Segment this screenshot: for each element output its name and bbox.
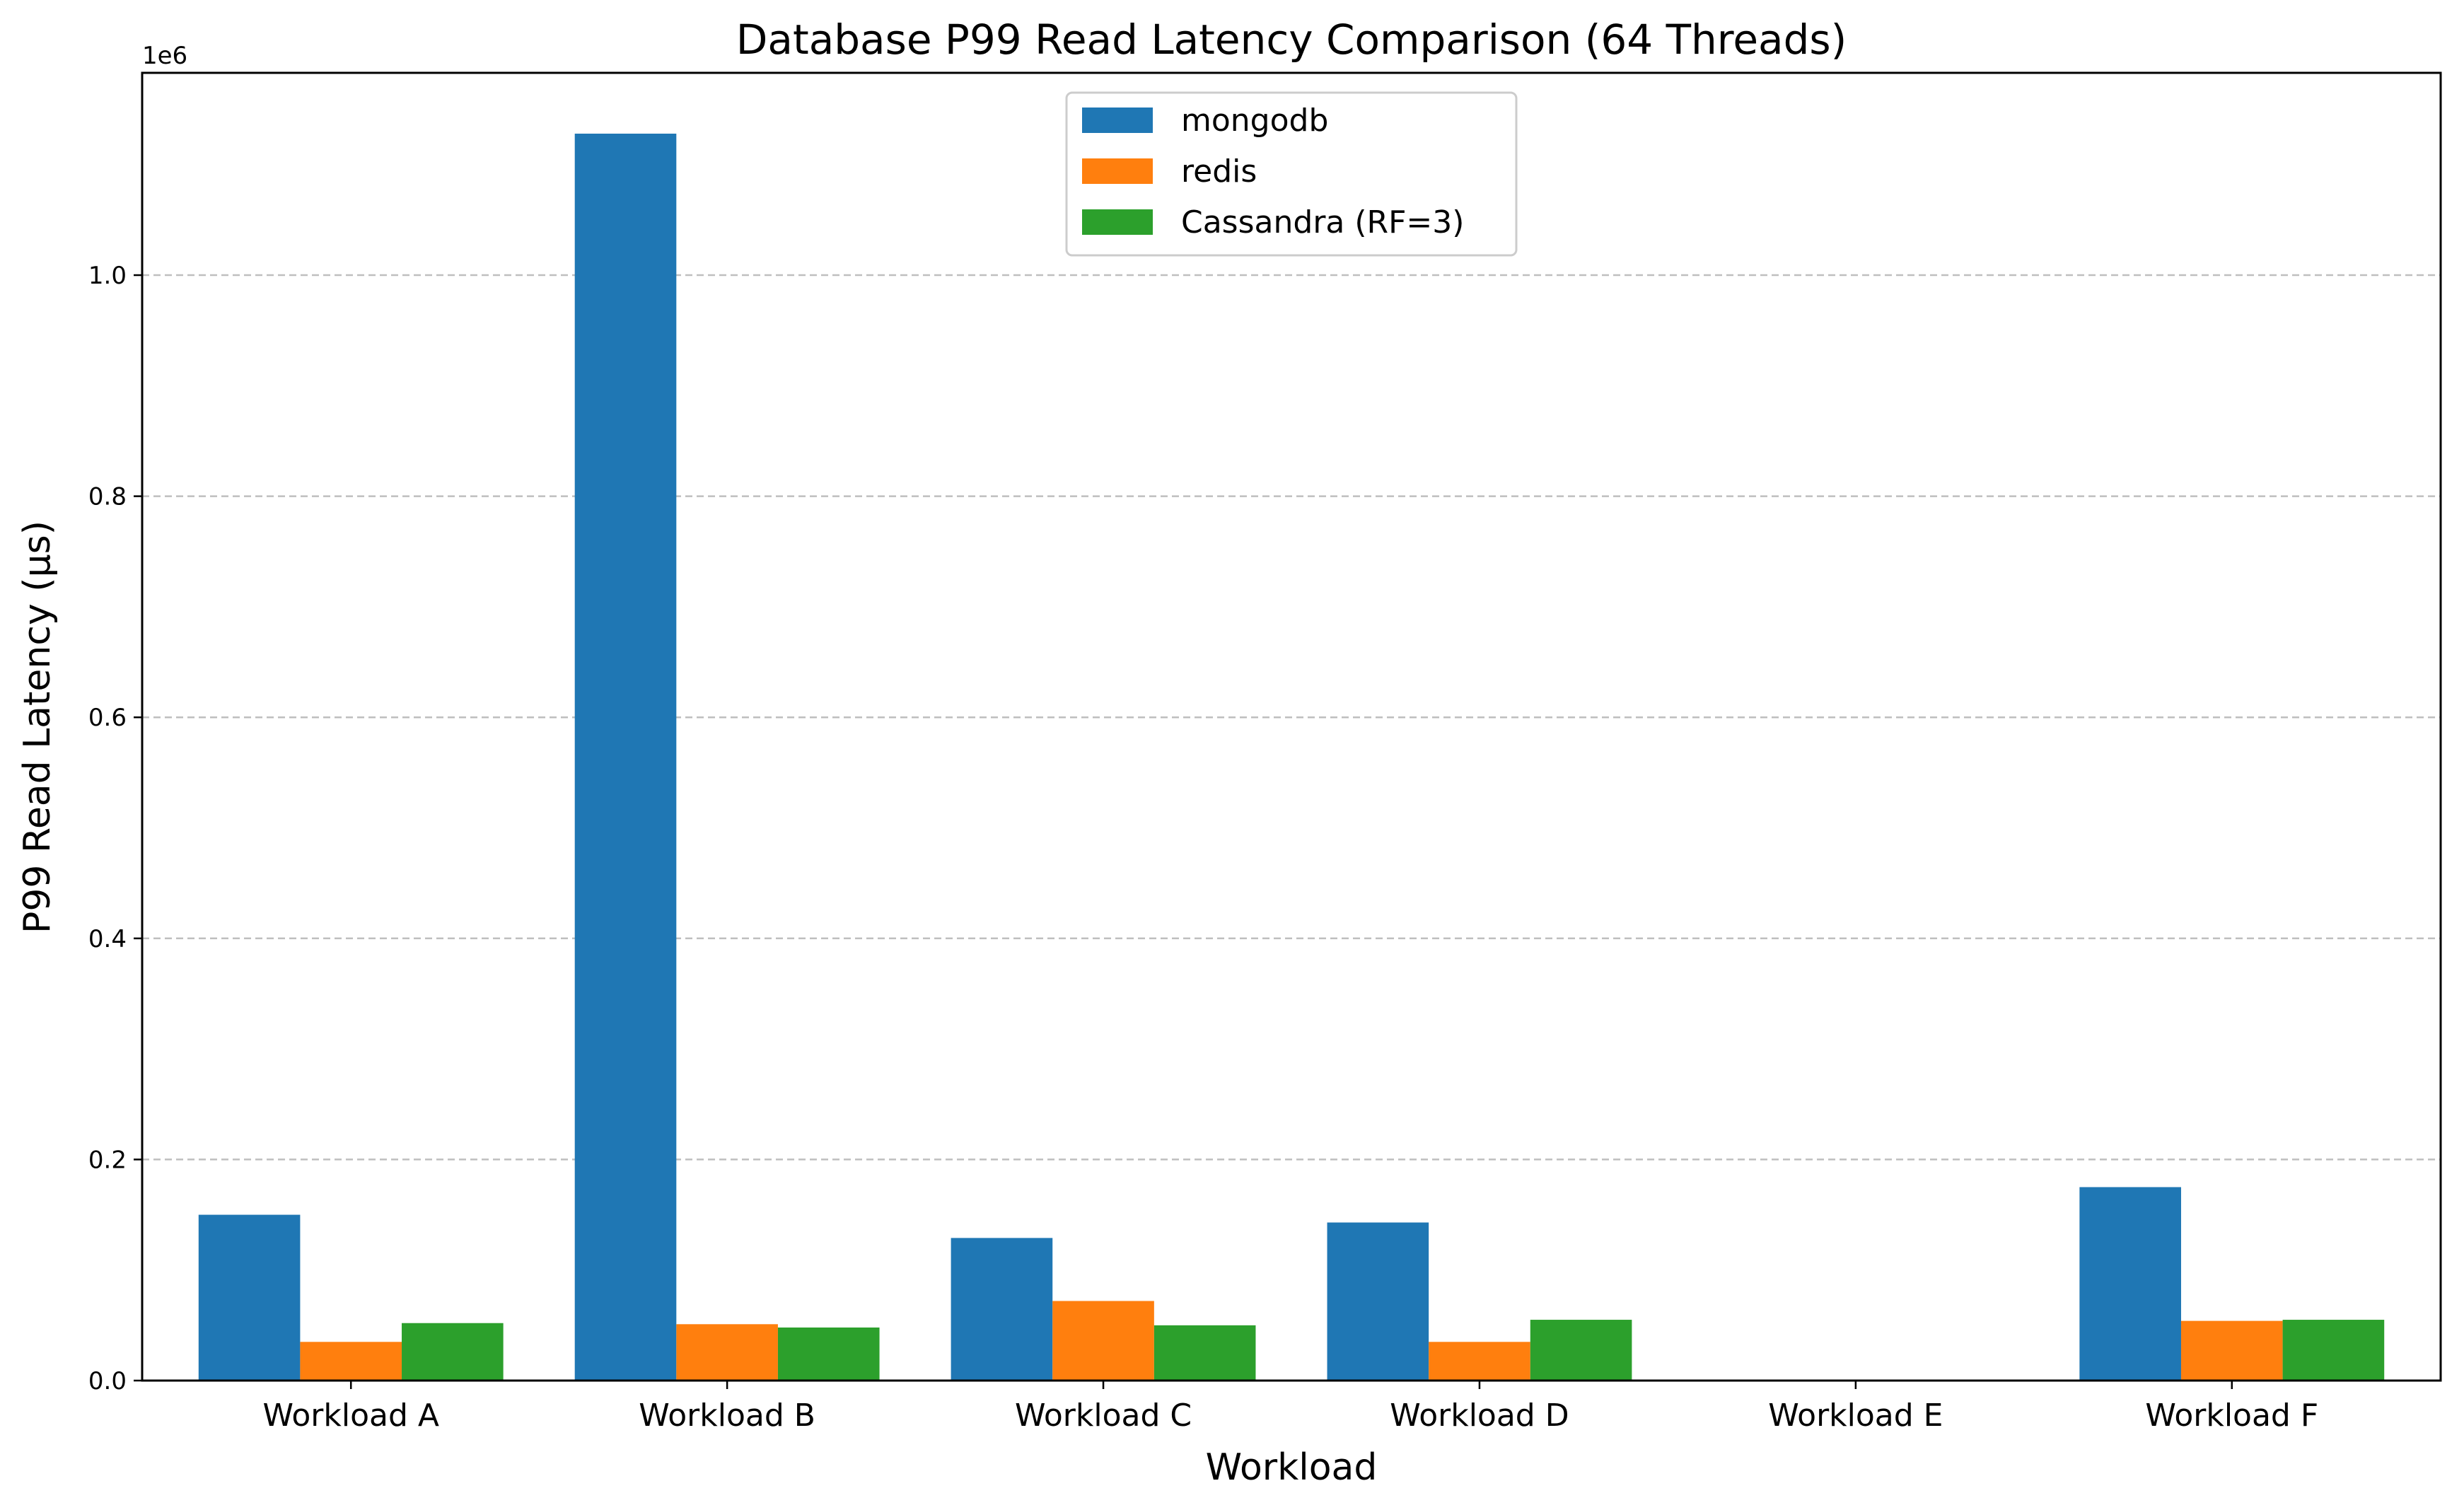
y-offset-label: 1e6 bbox=[142, 42, 187, 70]
bar-cassandra-rf-3 bbox=[402, 1323, 504, 1381]
gridlines bbox=[142, 274, 2441, 1161]
bar-mongodb bbox=[574, 133, 677, 1381]
y-tick-label: 0.6 bbox=[88, 704, 127, 732]
legend-label: mongodb bbox=[1181, 103, 1328, 139]
x-tick-label: Workload E bbox=[1768, 1398, 1943, 1434]
plot-frame bbox=[141, 71, 2442, 1382]
y-tick-label: 1.0 bbox=[88, 262, 127, 290]
y-tick-label: 0.8 bbox=[88, 483, 127, 511]
bar-mongodb bbox=[198, 1214, 301, 1381]
bar-cassandra-rf-3 bbox=[1530, 1320, 1632, 1381]
bar-mongodb bbox=[951, 1238, 1053, 1381]
bar-redis bbox=[1429, 1342, 1530, 1381]
legend-swatch bbox=[1082, 158, 1153, 184]
bar-redis bbox=[300, 1342, 402, 1381]
bar-mongodb bbox=[2079, 1187, 2181, 1381]
bar-redis bbox=[1052, 1301, 1154, 1381]
x-tick-label: Workload D bbox=[1390, 1398, 1569, 1434]
legend-box bbox=[1065, 91, 1518, 257]
bar-cassandra-rf-3 bbox=[777, 1327, 880, 1381]
x-axis: Workload A Workload B Workload C Workload D… bbox=[262, 1381, 2318, 1434]
bar-redis bbox=[2180, 1320, 2283, 1381]
y-tick-label: 0.4 bbox=[88, 925, 127, 953]
bar-cassandra-rf-3 bbox=[2282, 1320, 2385, 1381]
y-axis: 0.0 0.2 0.4 0.6 0.8 1.0 bbox=[88, 262, 142, 1395]
bar-cassandra-rf-3 bbox=[1153, 1325, 1256, 1381]
x-axis-label: Workload bbox=[1206, 1446, 1378, 1489]
bar-redis bbox=[676, 1324, 778, 1381]
legend-label: Cassandra (RF=3) bbox=[1181, 204, 1464, 240]
bar-mongodb bbox=[1327, 1222, 1429, 1381]
chart-title: Database P99 Read Latency Comparison (64… bbox=[736, 16, 1847, 64]
x-tick-label: Workload F bbox=[2145, 1398, 2318, 1434]
legend-swatch bbox=[1082, 108, 1153, 133]
legend-label: redis bbox=[1181, 153, 1257, 190]
y-axis-label: P99 Read Latency (µs) bbox=[16, 521, 59, 934]
y-tick-label: 0.0 bbox=[88, 1367, 127, 1395]
bars bbox=[198, 133, 2385, 1381]
legend-swatch bbox=[1082, 209, 1153, 235]
x-tick-label: Workload A bbox=[262, 1398, 439, 1434]
x-tick-label: Workload C bbox=[1015, 1398, 1192, 1434]
y-tick-label: 0.2 bbox=[88, 1146, 127, 1174]
x-tick-label: Workload B bbox=[639, 1398, 815, 1434]
